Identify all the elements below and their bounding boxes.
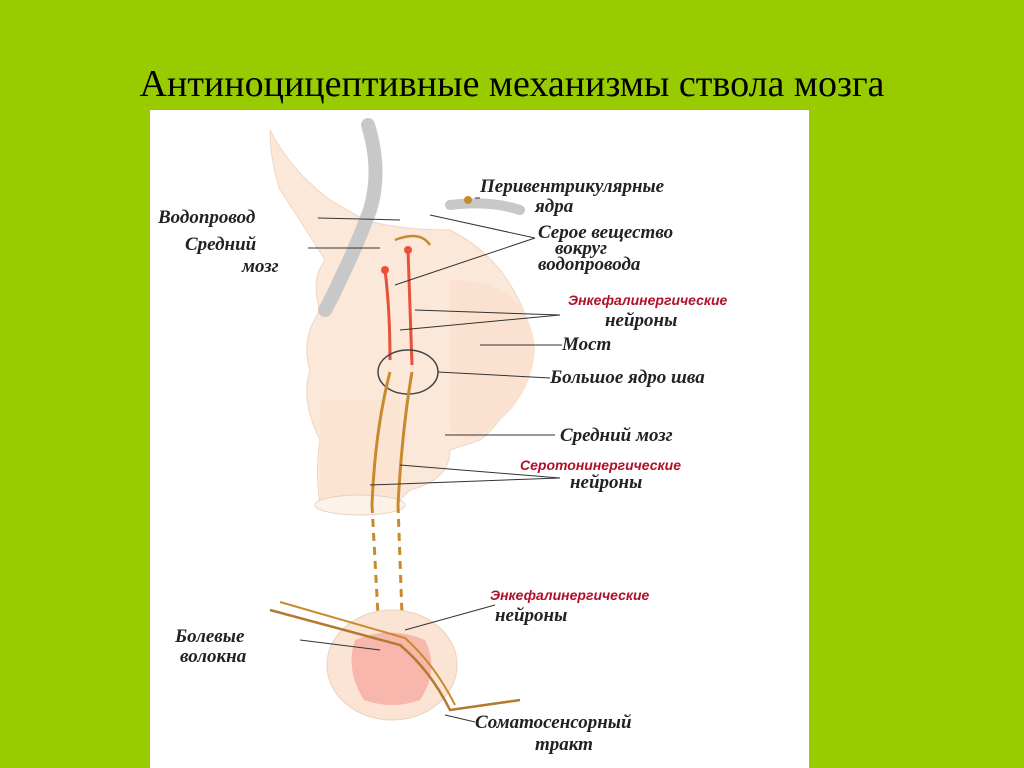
slide-title: Антиноцицептивные механизмы ствола мозга — [139, 63, 885, 105]
spinal-gray — [351, 632, 432, 705]
label-raphe: Большое ядро шва — [549, 367, 705, 388]
label-somatosensory: Соматосенсорный — [475, 712, 632, 733]
medulla-shape — [320, 400, 400, 505]
diagram-figure: Перивентрикулярные ядра Водопровод Средн… — [150, 110, 809, 768]
label-enk-upper: Энкефалинергические — [568, 292, 728, 308]
label-enk-upper-2: нейроны — [605, 310, 677, 331]
pons-shape — [450, 280, 535, 440]
enk-arc — [394, 234, 432, 246]
enk-neuron-left — [383, 269, 392, 361]
pain-fiber-2 — [279, 601, 456, 706]
sero-neuron-left — [370, 371, 392, 506]
leader-lines — [299, 197, 562, 723]
label-gray-matter-2: вокруг — [555, 238, 607, 259]
label-midbrain: Средний — [185, 234, 256, 255]
label-pain-fibers: Болевые — [174, 626, 245, 647]
label-pain-fibers-2: волокна — [180, 646, 247, 667]
gray-matter-band — [445, 198, 525, 215]
diagram-svg: Перивентрикулярные ядра Водопровод Средн… — [157, 118, 728, 755]
label-pons: Мост — [561, 334, 611, 355]
sero-dashed-left — [370, 504, 380, 616]
label-periventricular-2: ядра — [534, 196, 574, 217]
label-gray-matter-3: водопровода — [538, 254, 641, 275]
pain-fiber-1 — [269, 608, 521, 712]
label-enk-lower: Энкефалинергические — [490, 587, 650, 603]
label-periventricular: Перивентрикулярные — [479, 176, 665, 197]
label-enk-lower-2: нейроны — [495, 605, 567, 626]
label-midbrain-2: мозг — [241, 256, 279, 277]
aqueduct-band — [318, 118, 383, 317]
periventricular-dot — [464, 196, 472, 204]
label-midbrain-lower: Средний мозг — [560, 425, 673, 446]
sero-dashed-right — [396, 504, 404, 616]
medulla-section — [314, 494, 406, 516]
enk-dot-right — [404, 246, 412, 254]
enk-dot-left — [381, 266, 389, 274]
label-aqueduct: Водопровод — [157, 207, 255, 228]
label-sero: Серотонинергические — [520, 457, 681, 473]
sero-neuron-right — [396, 371, 414, 506]
label-somatosensory-2: тракт — [535, 734, 593, 755]
label-gray-matter: Серое вещество — [538, 222, 673, 243]
label-sero-2: нейроны — [570, 472, 642, 493]
enk-neuron-right — [406, 249, 414, 366]
